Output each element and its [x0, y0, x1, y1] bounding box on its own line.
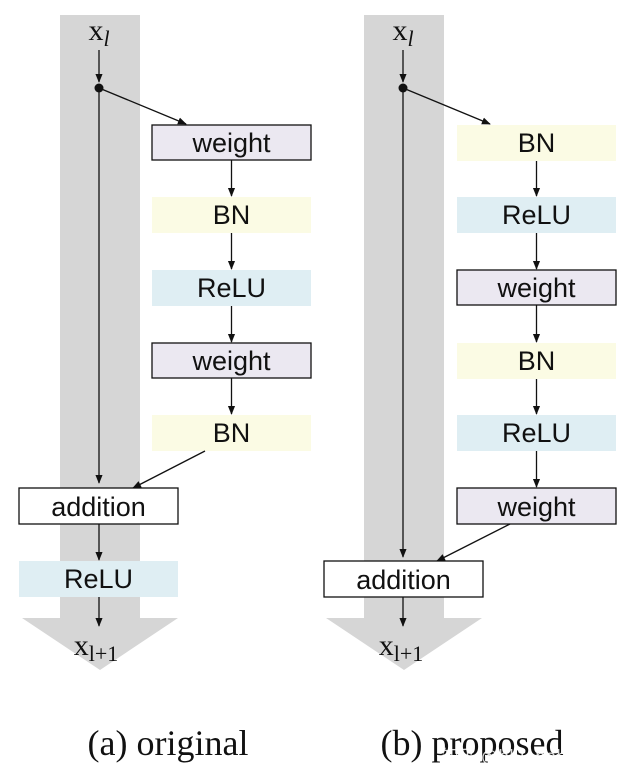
- branch-arrow: [402, 87, 491, 125]
- weight-block: [151, 342, 312, 379]
- merge-arrow: [436, 523, 511, 562]
- panel-original: xl weight BN ReLU weight BN addition: [18, 14, 312, 763]
- output-label: xl+1: [74, 629, 119, 666]
- relu-block: [152, 270, 311, 306]
- relu-block: [457, 415, 616, 451]
- relu-label: ReLU: [502, 418, 571, 448]
- output-label: xl+1: [379, 629, 424, 666]
- watermark-text: 知乎 @bluebabyzxlan: [442, 747, 622, 767]
- panel-proposed: xl BN ReLU weight BN ReLU weight add: [323, 14, 617, 763]
- bn-block: [457, 343, 616, 379]
- input-label: xl: [392, 14, 413, 51]
- bn-label: BN: [518, 128, 556, 158]
- addition-block: [18, 487, 179, 525]
- bn-label: BN: [213, 200, 251, 230]
- relu-label: ReLU: [197, 273, 266, 303]
- caption-original: (a) original: [88, 723, 249, 763]
- weight-block: [456, 269, 617, 306]
- relu-block: [457, 197, 616, 233]
- caption-proposed: (b) proposed: [381, 723, 564, 763]
- bn-block: [152, 415, 311, 451]
- bn-label: BN: [518, 346, 556, 376]
- weight-label: weight: [191, 128, 271, 158]
- input-label: xl: [88, 14, 109, 51]
- weight-label: weight: [496, 492, 576, 522]
- relu-label: ReLU: [64, 564, 133, 594]
- weight-label: weight: [191, 346, 271, 376]
- merge-arrow: [132, 450, 206, 489]
- branch-arrow: [98, 87, 187, 125]
- addition-label: addition: [356, 565, 451, 595]
- weight-block: [456, 487, 617, 525]
- bn-block: [457, 125, 616, 161]
- addition-label: addition: [51, 492, 146, 522]
- weight-label: weight: [496, 273, 576, 303]
- relu-label: ReLU: [502, 200, 571, 230]
- bn-label: BN: [213, 418, 251, 448]
- addition-block: [323, 560, 484, 598]
- identity-highway: [326, 15, 482, 670]
- bn-block: [152, 197, 311, 233]
- relu-block: [19, 561, 178, 597]
